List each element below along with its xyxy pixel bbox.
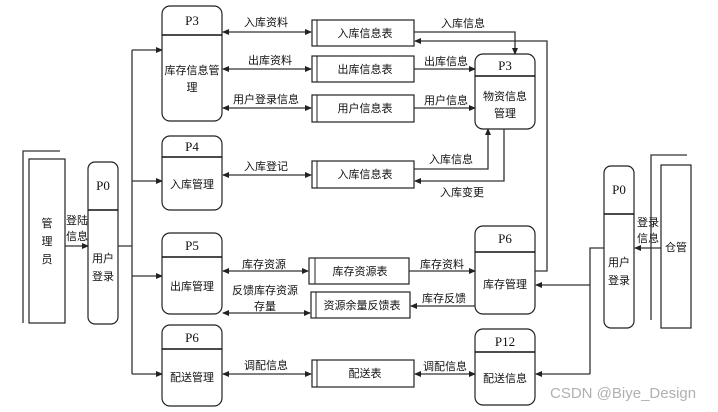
process-id: P3: [185, 13, 199, 28]
process-label: 配送信息: [483, 371, 527, 385]
process-id: P0: [96, 178, 110, 193]
flows-right: 入库信息 出库信息 用户信息 入库信息 入库变更 库存资料 库存反馈 调配信息: [409, 16, 548, 377]
flow-arrow: [414, 31, 518, 55]
flow-label: 库存资料: [420, 257, 464, 271]
process-id: P3: [498, 58, 512, 73]
process-label: 登录: [92, 269, 114, 283]
store-label: 资源余量反馈表: [324, 298, 401, 312]
entity-warehouse-keeper: 仓管: [650, 154, 692, 329]
process-label: 入库管理: [170, 177, 214, 191]
process-id: P4: [185, 139, 199, 154]
store-label: 配送表: [349, 366, 382, 380]
flow-bus-right: [589, 247, 604, 374]
process-id: P6: [185, 330, 199, 345]
entity-admin: [22, 150, 66, 324]
flow-label: 入库登记: [244, 159, 288, 173]
store-label: 出库信息表: [338, 62, 393, 76]
process-login-left: P0 用户 登录: [87, 161, 119, 325]
flow-label: 入库信息: [429, 152, 473, 166]
flow-label: 登陆: [66, 213, 88, 227]
process-p6-delivery: P6 配送管理: [161, 324, 223, 407]
flow-label: 入库资料: [244, 15, 288, 29]
process-label: 出库管理: [170, 279, 214, 293]
store-user-info: 用户信息表: [311, 94, 415, 123]
flow-bus: [118, 50, 133, 374]
flow-arrow: [414, 128, 491, 170]
process-label: 用户: [92, 251, 114, 265]
process-label: 库存管理: [483, 277, 527, 291]
flow-label: 用户登录信息: [233, 92, 299, 106]
process-label: 用户: [608, 255, 630, 269]
flow-label: 库存反馈: [422, 291, 466, 305]
flow-label: 用户信息: [424, 93, 468, 107]
store-label: 库存资源表: [333, 264, 388, 278]
process-label: 管理: [494, 106, 516, 120]
process-p6-inventory: P6 库存管理: [474, 225, 536, 315]
store-label: 用户信息表: [338, 101, 393, 115]
process-id: P12: [495, 334, 515, 349]
process-label: 配送管理: [170, 370, 214, 384]
process-p12-delivery-info: P12 配送信息: [474, 328, 536, 406]
flows-left: 入库资料 出库资料 用户登录信息 入库登记 库存资源 反馈库存资源 存量 调配信…: [222, 15, 312, 377]
store-label: 入库信息表: [338, 26, 393, 40]
process-id: P0: [612, 182, 626, 197]
process-p5-outbound: P5 出库管理: [161, 232, 223, 315]
flow-label: 出库信息: [424, 54, 468, 68]
store-resource-feedback: 资源余量反馈表: [310, 291, 411, 319]
flow-label: 调配信息: [423, 359, 467, 373]
flow-label: 存量: [254, 299, 276, 313]
process-label: 理: [187, 81, 198, 94]
process-label: 登录: [608, 273, 630, 287]
process-id: P5: [185, 238, 199, 253]
process-p4-inbound: P4 入库管理: [161, 135, 223, 211]
flow-label: 入库信息: [441, 16, 485, 30]
store-label: 入库信息表: [338, 167, 393, 181]
flow-label: 信息: [66, 229, 88, 243]
flow-arrow: [414, 38, 548, 272]
watermark: CSDN @Biye_Design: [550, 385, 696, 402]
process-label: 物资信息: [483, 89, 527, 103]
flow-label: 登录: [637, 215, 659, 229]
flow-label: 反馈库存资源: [232, 283, 298, 297]
process-id: P6: [498, 231, 512, 246]
store-inbound-info-1: 入库信息表: [311, 19, 415, 47]
store-inbound-info-2: 入库信息表: [311, 160, 415, 189]
entity-label: 仓管: [665, 240, 687, 254]
flow-arrow: [414, 129, 505, 184]
store-delivery: 配送表: [311, 359, 415, 388]
flow-label: 入库变更: [440, 185, 484, 199]
process-login-right: P0 用户 登录: [603, 165, 635, 329]
entity-admin-label: 管理员: [41, 217, 53, 266]
flow-label: 库存资源: [242, 257, 286, 271]
flow-label: 信息: [637, 231, 659, 245]
store-outbound-info: 出库信息表: [311, 55, 415, 83]
flow-label: 出库资料: [248, 53, 292, 67]
flow-label: 调配信息: [244, 358, 288, 372]
process-label: 库存信息管: [165, 63, 220, 77]
store-inventory-resource: 库存资源表: [308, 257, 410, 285]
process-p3-material-info: P3 物资信息 管理: [474, 53, 536, 130]
process-p3-inventory-info: P3 库存信息管 理: [161, 5, 223, 122]
